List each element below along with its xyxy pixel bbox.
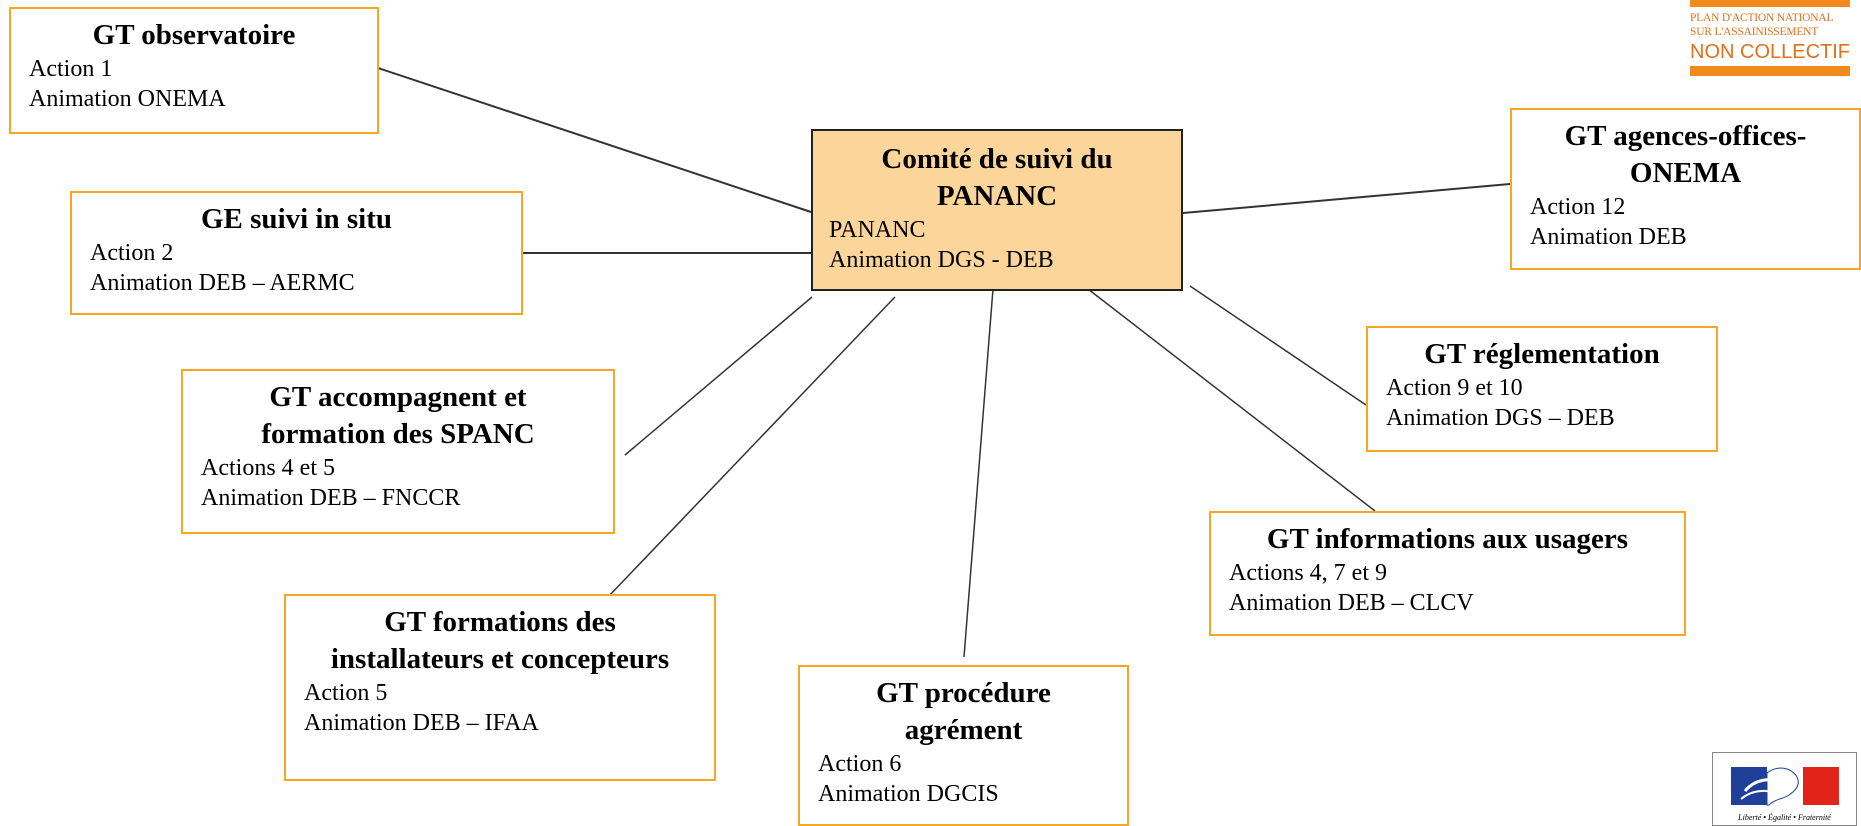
connector-informations-usagers: [1087, 288, 1376, 512]
group-action: Actions 4, 7 et 9: [1229, 560, 1387, 586]
group-title-line2: agrément: [904, 714, 1023, 746]
group-animation: Animation DEB – IFAA: [304, 710, 539, 736]
group-title: GT observatoire: [92, 19, 296, 51]
group-box-procedure-agrement: GT procédure agrément Action 6 Animation…: [798, 665, 1129, 826]
group-action: Action 1: [29, 56, 113, 82]
connector-procedure-agrement: [963, 288, 994, 658]
group-animation: Animation ONEMA: [29, 86, 226, 112]
central-title-line2: PANANC: [936, 180, 1058, 212]
logo-top-bar: [1690, 0, 1850, 7]
central-title-line1: Comité de suivi du: [881, 143, 1113, 175]
group-title-line1: GT accompagnent et: [269, 381, 527, 413]
group-title: GE suivi in situ: [201, 203, 392, 235]
group-action: Action 12: [1530, 194, 1626, 220]
connector-reglementation: [1189, 285, 1367, 406]
group-animation: Animation DGS – DEB: [1386, 405, 1615, 431]
marianne-icon: [1731, 767, 1839, 806]
connector-observatoire: [377, 67, 812, 213]
group-title-line2: installateurs et concepteurs: [330, 643, 670, 675]
central-committee-box: Comité de suivi du PANANC PANANC Animati…: [811, 129, 1183, 291]
connector-agences-offices: [1182, 183, 1511, 214]
group-title-line1: GT procédure: [876, 677, 1051, 709]
group-action: Action 2: [90, 240, 174, 266]
connector-formations-installateurs: [606, 296, 896, 599]
group-action: Action 6: [818, 751, 902, 777]
group-box-suivi-in-situ: GE suivi in situ Action 2 Animation DEB …: [70, 191, 523, 315]
group-title-line1: GT formations des: [384, 606, 616, 638]
group-box-accompagnent: GT accompagnent et formation des SPANC A…: [181, 369, 615, 534]
group-title: GT réglementation: [1424, 338, 1660, 370]
group-box-informations-usagers: GT informations aux usagers Actions 4, 7…: [1209, 511, 1686, 636]
group-title-line2: formation des SPANC: [261, 418, 535, 450]
logo-text-line1: PLAN D'ACTION NATIONAL: [1690, 12, 1834, 24]
logo-motto: Liberté • Égalité • Fraternité: [1738, 813, 1831, 822]
group-action: Action 5: [304, 680, 388, 706]
group-box-agences-offices: GT agences-offices- ONEMA Action 12 Anim…: [1510, 108, 1861, 270]
group-box-observatoire: GT observatoire Action 1 Animation ONEMA: [9, 7, 379, 134]
pananc-logo: PLAN D'ACTION NATIONAL SUR L'ASSAINISSEM…: [1690, 0, 1850, 80]
group-title: GT informations aux usagers: [1266, 523, 1629, 555]
connector-accompagnent: [624, 296, 813, 456]
group-box-formations-installateurs: GT formations des installateurs et conce…: [284, 594, 716, 781]
republique-francaise-logo: Liberté • Égalité • Fraternité: [1712, 752, 1857, 826]
group-title-line2: ONEMA: [1629, 157, 1742, 189]
group-animation: Animation DEB – CLCV: [1229, 590, 1474, 616]
group-animation: Animation DGCIS: [818, 781, 999, 807]
group-title-line1: GT agences-offices-: [1564, 120, 1807, 152]
central-line2: Animation DGS - DEB: [829, 247, 1054, 273]
central-line1: PANANC: [829, 217, 926, 243]
group-animation: Animation DEB – FNCCR: [201, 485, 461, 511]
group-action: Actions 4 et 5: [201, 455, 335, 481]
logo-bottom-bar: [1690, 66, 1850, 76]
logo-text-line3: NON COLLECTIF: [1690, 41, 1851, 63]
group-animation: Animation DEB – AERMC: [90, 270, 355, 296]
group-box-reglementation: GT réglementation Action 9 et 10 Animati…: [1366, 326, 1718, 452]
group-animation: Animation DEB: [1530, 224, 1687, 250]
logo-text-line2: SUR L'ASSAINISSEMENT: [1690, 26, 1819, 38]
group-action: Action 9 et 10: [1386, 375, 1523, 401]
